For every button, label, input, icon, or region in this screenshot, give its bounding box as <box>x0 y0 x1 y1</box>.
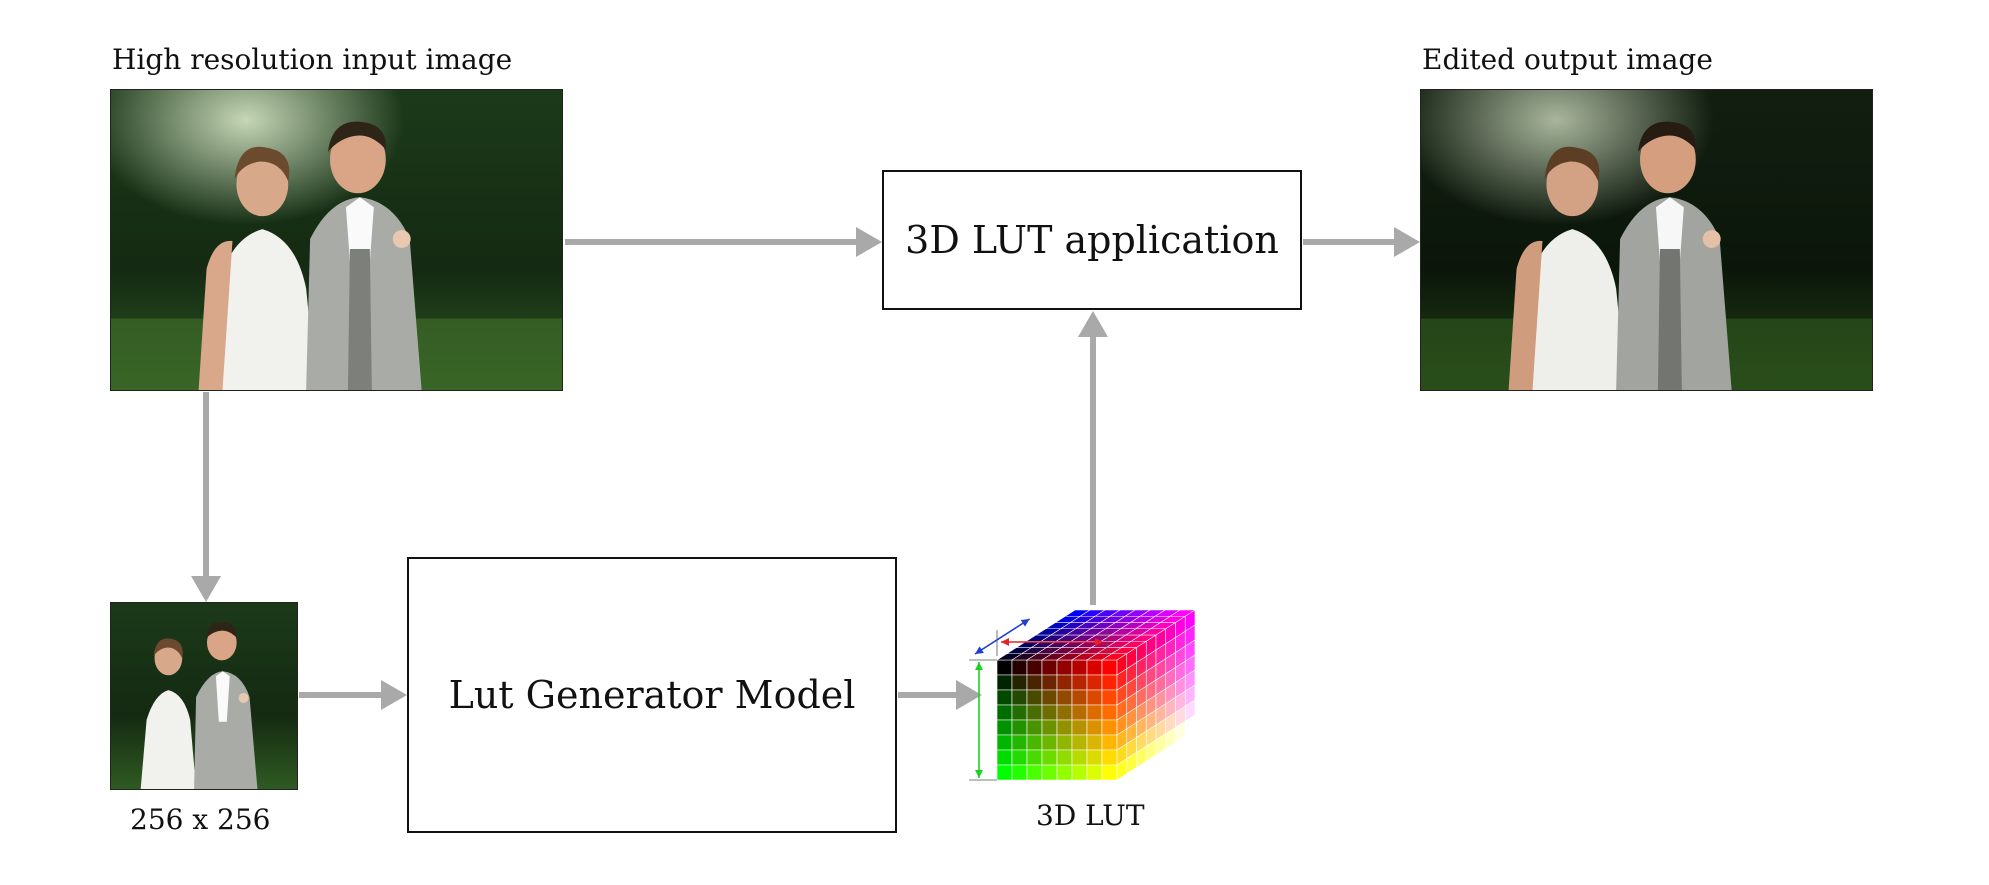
lut-right-cell <box>1184 714 1196 737</box>
input-photo <box>110 89 563 391</box>
lut-front-cell <box>1086 674 1103 691</box>
lut-front-cell <box>1056 659 1073 676</box>
lut-front-cell <box>1101 749 1118 766</box>
lut-front-cell <box>996 734 1013 751</box>
lut-front-cell <box>1041 704 1058 721</box>
lut-front-cell <box>1071 674 1088 691</box>
lut-cube-icon <box>969 609 1197 781</box>
arrow-input-to-thumbnail <box>191 392 221 602</box>
arrow-lut-to-application <box>1078 311 1108 605</box>
thumbnail-size-label: 256 x 256 <box>130 803 271 836</box>
lut-front-cell <box>1101 704 1118 721</box>
lut-front-cell <box>1086 704 1103 721</box>
lut-front-cell <box>1101 674 1118 691</box>
lut-front-cell <box>1011 689 1028 706</box>
lut-front-cell <box>1056 674 1073 691</box>
lut-front-cell <box>996 749 1013 766</box>
arrow-input-to-application <box>565 227 882 257</box>
lut-front-cell <box>1041 659 1058 676</box>
lut-front-cell <box>1041 719 1058 736</box>
thumbnail-photo <box>110 602 298 790</box>
lut-application-box: 3D LUT application <box>882 170 1302 310</box>
lut-front-cell <box>1026 659 1043 676</box>
arrow-application-to-output <box>1303 227 1420 257</box>
lut-front-cell <box>1101 764 1118 781</box>
lut-front-cell <box>1071 764 1088 781</box>
output-photo <box>1420 89 1873 391</box>
lut-front-cell <box>1026 764 1043 781</box>
lut-front-cell <box>1086 734 1103 751</box>
lut-front-cell <box>1086 659 1103 676</box>
lut-front-cell <box>1101 734 1118 751</box>
lut-front-cell <box>1071 659 1088 676</box>
lut-axis-red-head <box>1095 638 1103 646</box>
lut-front-cell <box>1026 689 1043 706</box>
lut-front-cell <box>1026 674 1043 691</box>
lut-front-cell <box>1026 704 1043 721</box>
lut-front-cell <box>1011 749 1028 766</box>
lut-front-cell <box>1041 749 1058 766</box>
lut-front-cell <box>1071 719 1088 736</box>
lut-front-cell <box>996 659 1013 676</box>
lut-front-cell <box>1056 719 1073 736</box>
lut-front-cell <box>1041 689 1058 706</box>
lut-axis-green-head <box>975 770 983 778</box>
lut-front-cell <box>1086 749 1103 766</box>
lut-front-cell <box>1086 764 1103 781</box>
lut-generator-model-box: Lut Generator Model <box>407 557 897 833</box>
lut-front-cell <box>1011 734 1028 751</box>
lut-front-cell <box>1026 734 1043 751</box>
lut-label: 3D LUT <box>1036 799 1145 832</box>
arrow-generator-to-lut <box>898 680 982 710</box>
lut-axis-blue <box>974 618 1031 655</box>
lut-front-cell <box>1086 719 1103 736</box>
lut-front-cell <box>1056 734 1073 751</box>
lut-front-cell <box>1086 689 1103 706</box>
lut-front-cell <box>996 719 1013 736</box>
lut-front-cell <box>1101 689 1118 706</box>
lut-front-cell <box>1101 719 1118 736</box>
lut-front-cell <box>1011 659 1028 676</box>
lut-front-cell <box>996 689 1013 706</box>
lut-front-cell <box>996 704 1013 721</box>
lut-axis-green-head <box>975 662 983 670</box>
lut-front-cell <box>1071 749 1088 766</box>
lut-front-cell <box>1071 689 1088 706</box>
lut-front-cell <box>1071 734 1088 751</box>
lut-front-cell <box>1056 749 1073 766</box>
lut-application-label: 3D LUT application <box>905 218 1279 262</box>
output-image-label: Edited output image <box>1422 43 1713 76</box>
lut-front-cell <box>1026 719 1043 736</box>
lut-front-cell <box>1041 764 1058 781</box>
lut-front-cell <box>1011 674 1028 691</box>
input-image-label: High resolution input image <box>112 43 513 76</box>
lut-front-cell <box>1011 704 1028 721</box>
lut-front-cell <box>1056 704 1073 721</box>
lut-front-cell <box>996 674 1013 691</box>
lut-generator-model-label: Lut Generator Model <box>448 673 856 717</box>
lut-axis-blue-head <box>975 646 984 654</box>
lut-front-cell <box>1041 734 1058 751</box>
lut-front-cell <box>1011 764 1028 781</box>
lut-axis-red-head <box>1001 638 1009 646</box>
lut-front-cell <box>1056 764 1073 781</box>
lut-front-cell <box>1101 659 1118 676</box>
lut-front-cell <box>1011 719 1028 736</box>
lut-front-cell <box>1071 704 1088 721</box>
lut-axis-blue-head <box>1020 619 1030 627</box>
lut-front-cell <box>1026 749 1043 766</box>
lut-front-cell <box>996 764 1013 781</box>
arrow-thumbnail-to-generator <box>299 680 407 710</box>
lut-front-cell <box>1041 674 1058 691</box>
lut-front-cell <box>1056 689 1073 706</box>
